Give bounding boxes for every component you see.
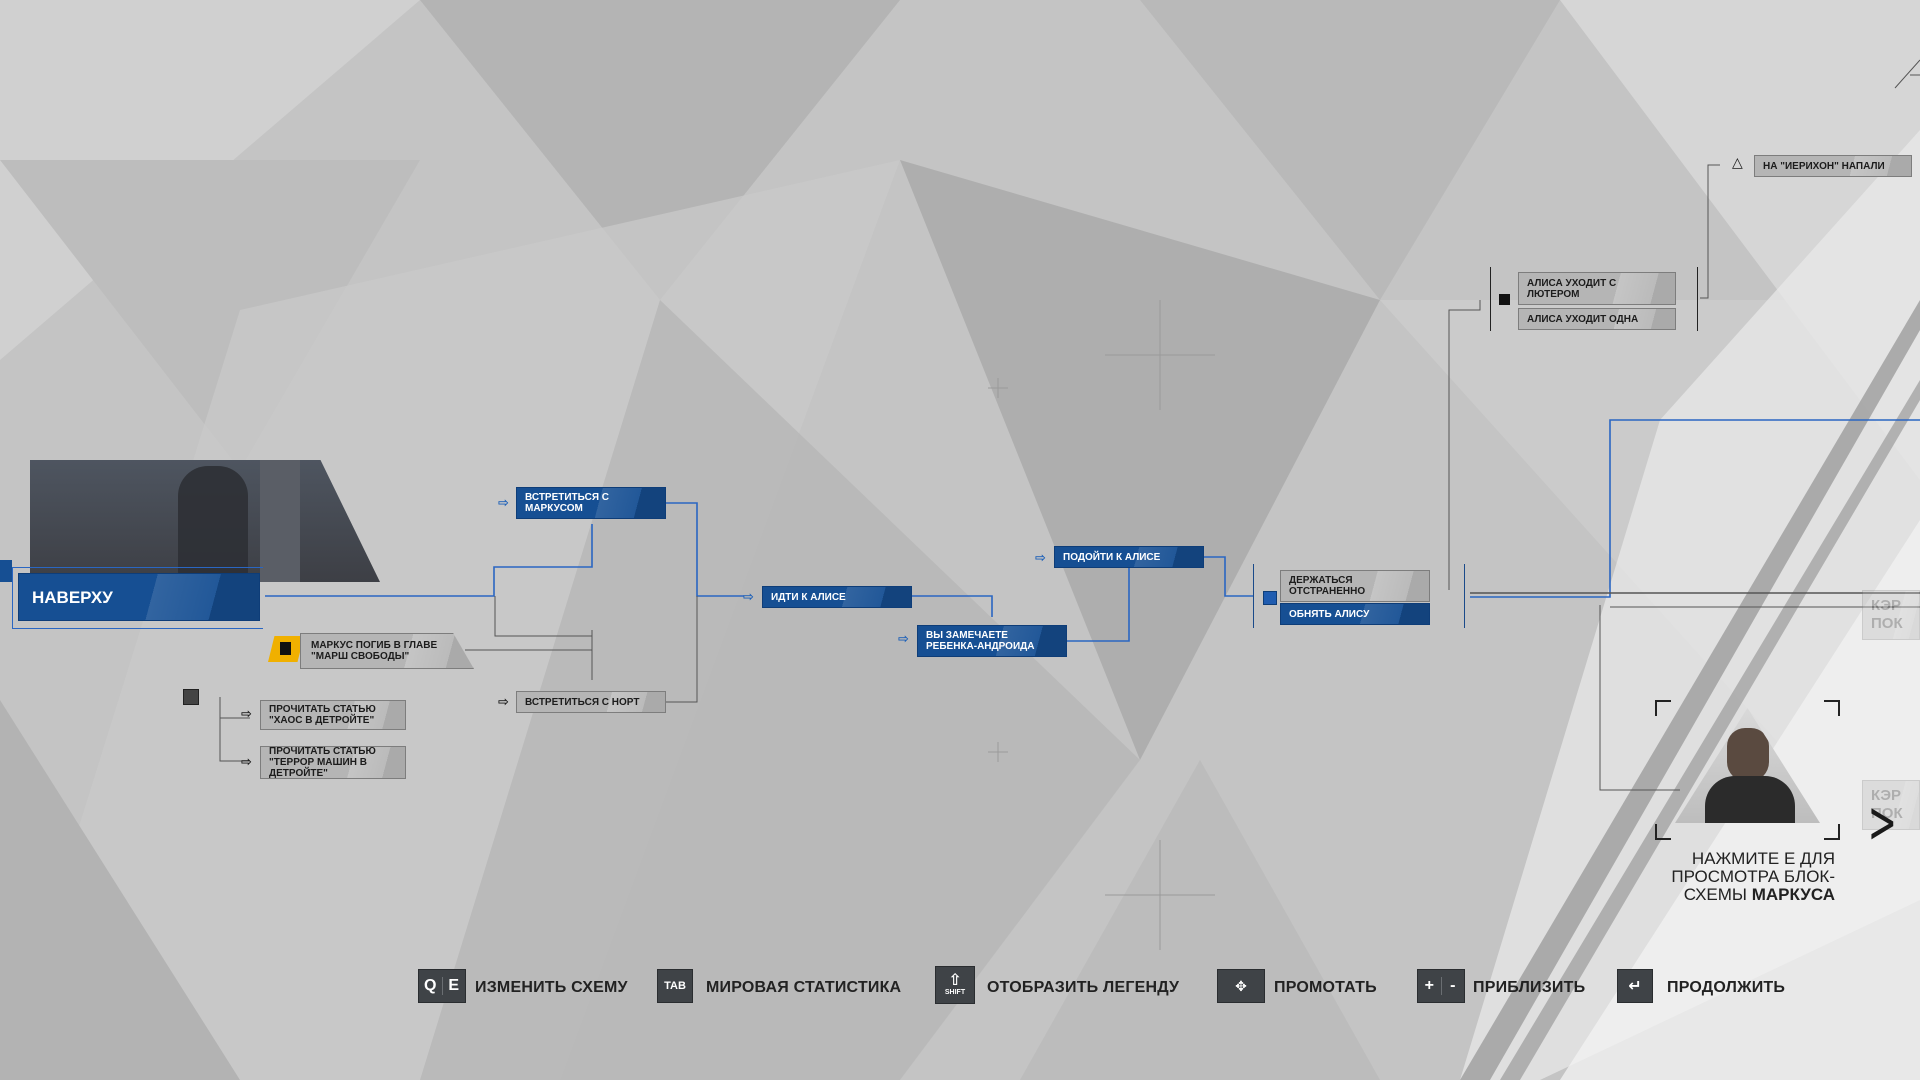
node-markus-died-label: МАРКУС ПОГИБ В ГЛАВЕ "МАРШ СВОБОДЫ" [311, 640, 438, 662]
change-chart-label[interactable]: ИЗМЕНИТЬ СХЕМУ [475, 979, 628, 996]
zoom-label[interactable]: ПРИБЛИЗИТЬ [1473, 979, 1586, 996]
scene-pillar [260, 460, 300, 582]
node-alice-luther-label: АЛИСА УХОДИТ С ЛЮТЕРОМ [1527, 277, 1617, 300]
node-approach-alice[interactable]: ПОДОЙТИ К АЛИСЕ [1054, 546, 1204, 568]
tab-key-icon[interactable]: TAB [657, 969, 693, 1003]
warning-triangle-icon: △ [1732, 154, 1743, 170]
plus-minus-key-icon[interactable]: +- [1417, 969, 1465, 1003]
node-notice-child[interactable]: ВЫ ЗАМЕЧАЕТЕ РЕБЕНКА-АНДРОИДА [917, 625, 1067, 657]
arrow-icon-meet-markus: ⇨ [498, 495, 509, 510]
node-notice-child-label: ВЫ ЗАМЕЧАЕТЕ РЕБЕНКА-АНДРОИДА [926, 630, 1035, 652]
alice-decision-bracket [1490, 267, 1698, 331]
node-read-chaos-label: ПРОЧИТАТЬ СТАТЬЮ "ХАОС В ДЕТРОЙТЕ" [269, 704, 376, 726]
node-read-terror-label: ПРОЧИТАТЬ СТАТЬЮ "ТЕРРОР МАШИН В ДЕТРОЙТ… [269, 746, 376, 779]
node-keep-distance-label: ДЕРЖАТЬСЯ ОТСТРАНЕННО [1289, 575, 1366, 597]
world-stats-label[interactable]: МИРОВАЯ СТАТИСТИКА [706, 979, 902, 996]
node-go-to-alice[interactable]: ИДТИ К АЛИСЕ [762, 586, 912, 608]
node-hug-alice-label: ОБНЯТЬ АЛИСУ [1289, 608, 1370, 620]
arrow-icon-approach-alice: ⇨ [1035, 550, 1046, 565]
node-keep-distance[interactable]: ДЕРЖАТЬСЯ ОТСТРАНЕННО [1280, 570, 1430, 602]
start-node-bracket [12, 567, 263, 629]
switch-prompt-text: НАЖМИТЕ Е ДЛЯ ПРОСМОТРА БЛОК-СХЕМЫ [1671, 849, 1835, 904]
arrow-icon-meet-north: ⇨ [498, 694, 509, 709]
arrow-icon-go-to-alice: ⇨ [743, 589, 754, 604]
start-node-thumbnail [30, 460, 380, 582]
switch-character-prompt[interactable]: НАЖМИТЕ Е ДЛЯ ПРОСМОТРА БЛОК-СХЕМЫ МАРКУ… [1625, 850, 1835, 904]
node-offscreen-2-label: КЭР ПОК [1871, 787, 1903, 822]
portrait-head [1727, 728, 1769, 782]
node-offscreen-2[interactable]: КЭР ПОК [1862, 780, 1920, 830]
node-approach-alice-label: ПОДОЙТИ К АЛИСЕ [1063, 551, 1161, 563]
collectible-icon [183, 689, 199, 705]
arrow-icon-notice-child: ⇨ [898, 631, 909, 646]
move-icon[interactable]: ✥ [1217, 969, 1265, 1003]
node-read-terror[interactable]: ПРОЧИТАТЬ СТАТЬЮ "ТЕРРОР МАШИН В ДЕТРОЙТ… [260, 746, 406, 779]
node-go-to-alice-label: ИДТИ К АЛИСЕ [771, 591, 846, 603]
node-hug-alice[interactable]: ОБНЯТЬ АЛИСУ [1280, 603, 1430, 625]
scene-figure [178, 466, 248, 576]
node-alice-alone[interactable]: АЛИСА УХОДИТ ОДНА [1518, 308, 1676, 330]
node-offscreen-1-label: КЭР ПОК [1871, 597, 1903, 632]
node-meet-north[interactable]: ВСТРЕТИТЬСЯ С НОРТ [516, 691, 666, 713]
node-alice-luther[interactable]: АЛИСА УХОДИТ С ЛЮТЕРОМ [1518, 272, 1676, 305]
node-meet-north-label: ВСТРЕТИТЬСЯ С НОРТ [525, 696, 640, 708]
start-node-naverhu[interactable]: НАВЕРХУ [18, 573, 260, 621]
decision-bracket [1253, 564, 1465, 628]
switch-prompt-name: МАРКУСА [1751, 885, 1835, 904]
enter-icon[interactable]: ↵ [1617, 969, 1653, 1003]
node-meet-markus-label: ВСТРЕТИТЬСЯ С МАРКУСОМ [525, 492, 610, 514]
markus-portrait [1675, 708, 1820, 823]
scroll-label[interactable]: ПРОМОТАТЬ [1274, 979, 1377, 996]
node-offscreen-1[interactable]: КЭР ПОК [1862, 590, 1920, 640]
character-portrait-frame [1655, 700, 1840, 840]
start-node-left-marker [0, 560, 12, 582]
lock-icon [268, 636, 304, 662]
node-read-chaos[interactable]: ПРОЧИТАТЬ СТАТЬЮ "ХАОС В ДЕТРОЙТЕ" [260, 700, 406, 730]
node-meet-markus[interactable]: ВСТРЕТИТЬСЯ С МАРКУСОМ [516, 487, 666, 519]
shift-key-icon[interactable]: ⇧ SHIFT [935, 966, 975, 1004]
node-jericho-attacked-label: НА "ИЕРИХОН" НАПАЛИ [1763, 160, 1885, 172]
choice-icon [1263, 591, 1277, 605]
node-markus-died[interactable]: МАРКУС ПОГИБ В ГЛАВЕ "МАРШ СВОБОДЫ" [300, 633, 474, 669]
arrow-icon-read-chaos: ⇨ [241, 706, 252, 721]
continue-label[interactable]: ПРОДОЛЖИТЬ [1667, 979, 1786, 996]
alice-choice-icon [1499, 294, 1510, 305]
start-node-label: НАВЕРХУ [32, 587, 113, 607]
node-alice-alone-label: АЛИСА УХОДИТ ОДНА [1527, 313, 1639, 325]
node-jericho-attacked[interactable]: НА "ИЕРИХОН" НАПАЛИ [1754, 155, 1912, 177]
next-character-chevron[interactable]: > [1867, 788, 1897, 856]
arrow-icon-read-terror: ⇨ [241, 754, 252, 769]
portrait-body [1705, 776, 1795, 823]
show-legend-label[interactable]: ОТОБРАЗИТЬ ЛЕГЕНДУ [987, 979, 1180, 996]
